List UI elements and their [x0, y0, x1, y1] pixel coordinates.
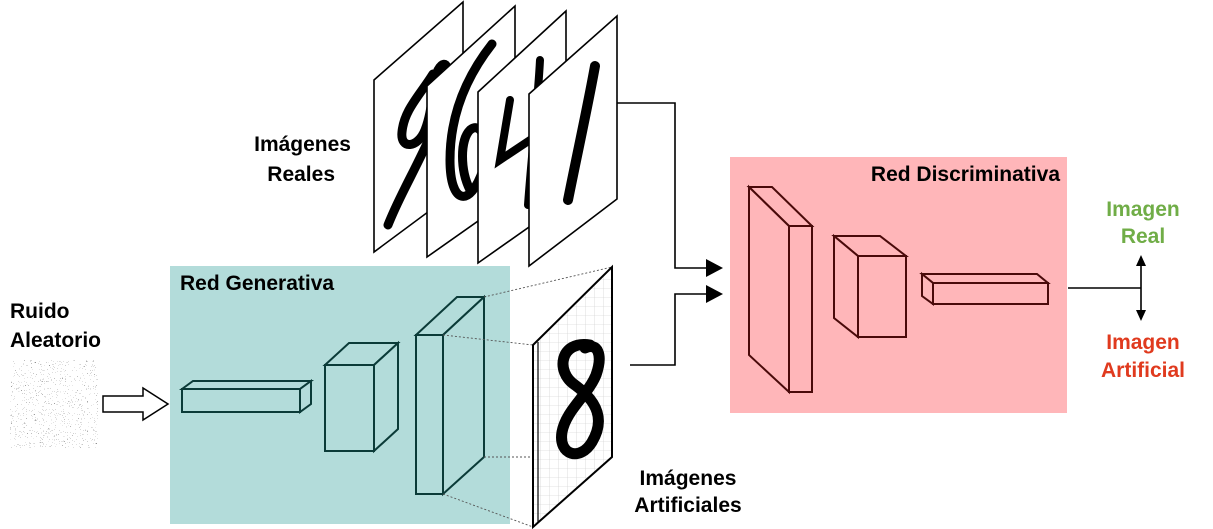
real-images-stack: [373, 0, 618, 268]
discriminator-layers: [746, 184, 1051, 395]
arrow-up-to-real: [1136, 255, 1146, 266]
generator-layer-1: [178, 379, 315, 414]
generator-layers: [178, 294, 487, 497]
artificial-image: [532, 264, 613, 529]
real-to-discriminator-line: [617, 102, 706, 269]
output-real-line1: Imagen: [1106, 198, 1180, 221]
discriminator-layer-2: [831, 233, 909, 340]
output-artificial-line1: Imagen: [1106, 331, 1180, 354]
connector-lines: [617, 102, 706, 366]
noise-input-arrow: [102, 386, 170, 422]
output-real-line2: Real: [1121, 225, 1165, 248]
noise-label-line1: Ruido: [10, 300, 69, 323]
generator-layer-3: [413, 294, 487, 497]
output-arrows: [1068, 255, 1146, 321]
generator-layer-2: [322, 340, 401, 454]
arrowhead-artificial: [706, 285, 723, 303]
real-images-label-line2: Reales: [267, 163, 335, 186]
noise-label-line2: Aleatorio: [10, 329, 101, 352]
output-artificial-line2: Artificial: [1101, 359, 1185, 382]
artificial-to-discriminator-line: [630, 293, 706, 366]
real-image-sheet: [528, 14, 618, 268]
artificial-images-label-line1: Imágenes: [640, 467, 737, 490]
arrowhead-real: [706, 259, 723, 277]
real-images-label-line1: Imágenes: [254, 133, 351, 156]
artificial-images-label-line2: Artificiales: [634, 494, 741, 517]
arrow-down-to-artificial: [1136, 310, 1146, 321]
discriminator-label: Red Discriminativa: [871, 163, 1060, 186]
generator-label: Red Generativa: [180, 272, 334, 295]
noise-patch: [10, 360, 98, 448]
discriminator-layer-1: [746, 184, 815, 395]
discriminator-layer-3: [919, 271, 1051, 306]
